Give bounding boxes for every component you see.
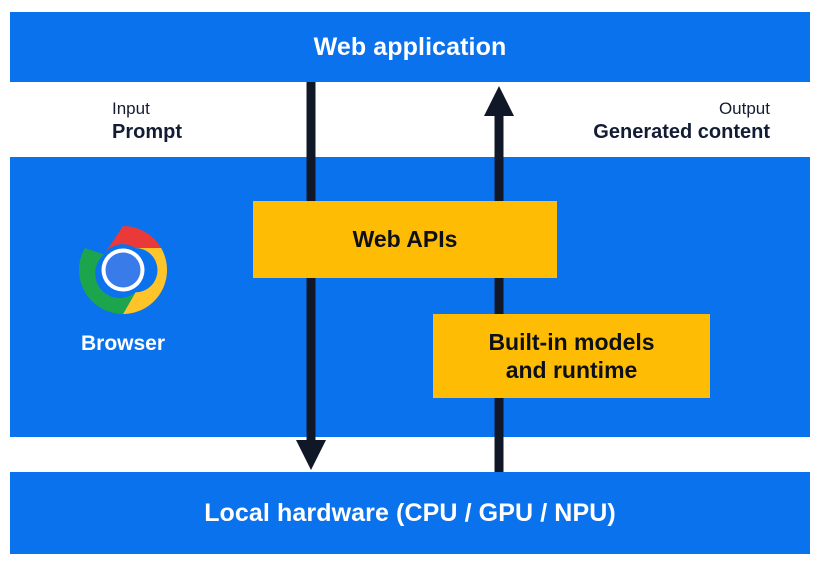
component-built-in-models-label: Built-in models and runtime xyxy=(488,328,654,384)
flow-label-output: Output Generated content xyxy=(593,98,770,145)
component-web-apis: Web APIs xyxy=(253,201,557,278)
component-web-apis-label: Web APIs xyxy=(352,226,458,253)
flow-label-input: Input Prompt xyxy=(112,98,182,145)
flow-output-value: Generated content xyxy=(593,120,770,143)
layer-web-application: Web application xyxy=(10,12,810,82)
flow-output-kind: Output xyxy=(718,99,770,118)
layer-web-application-label: Web application xyxy=(313,32,507,61)
component-built-in-models: Built-in models and runtime xyxy=(433,314,710,398)
layer-browser-label: Browser xyxy=(80,332,166,355)
flow-input-kind: Input xyxy=(112,99,150,118)
layer-local-hardware: Local hardware (CPU / GPU / NPU) xyxy=(10,472,810,554)
chrome-logo-icon xyxy=(79,226,167,314)
component-built-in-models-line1: Built-in models xyxy=(488,328,655,355)
arrow-up-head xyxy=(484,86,514,116)
browser-badge: Browser xyxy=(63,222,183,356)
component-built-in-models-line2: and runtime xyxy=(505,357,638,383)
arrow-down-head xyxy=(296,440,326,470)
layer-local-hardware-label: Local hardware (CPU / GPU / NPU) xyxy=(204,498,616,527)
flow-input-value: Prompt xyxy=(112,120,182,143)
